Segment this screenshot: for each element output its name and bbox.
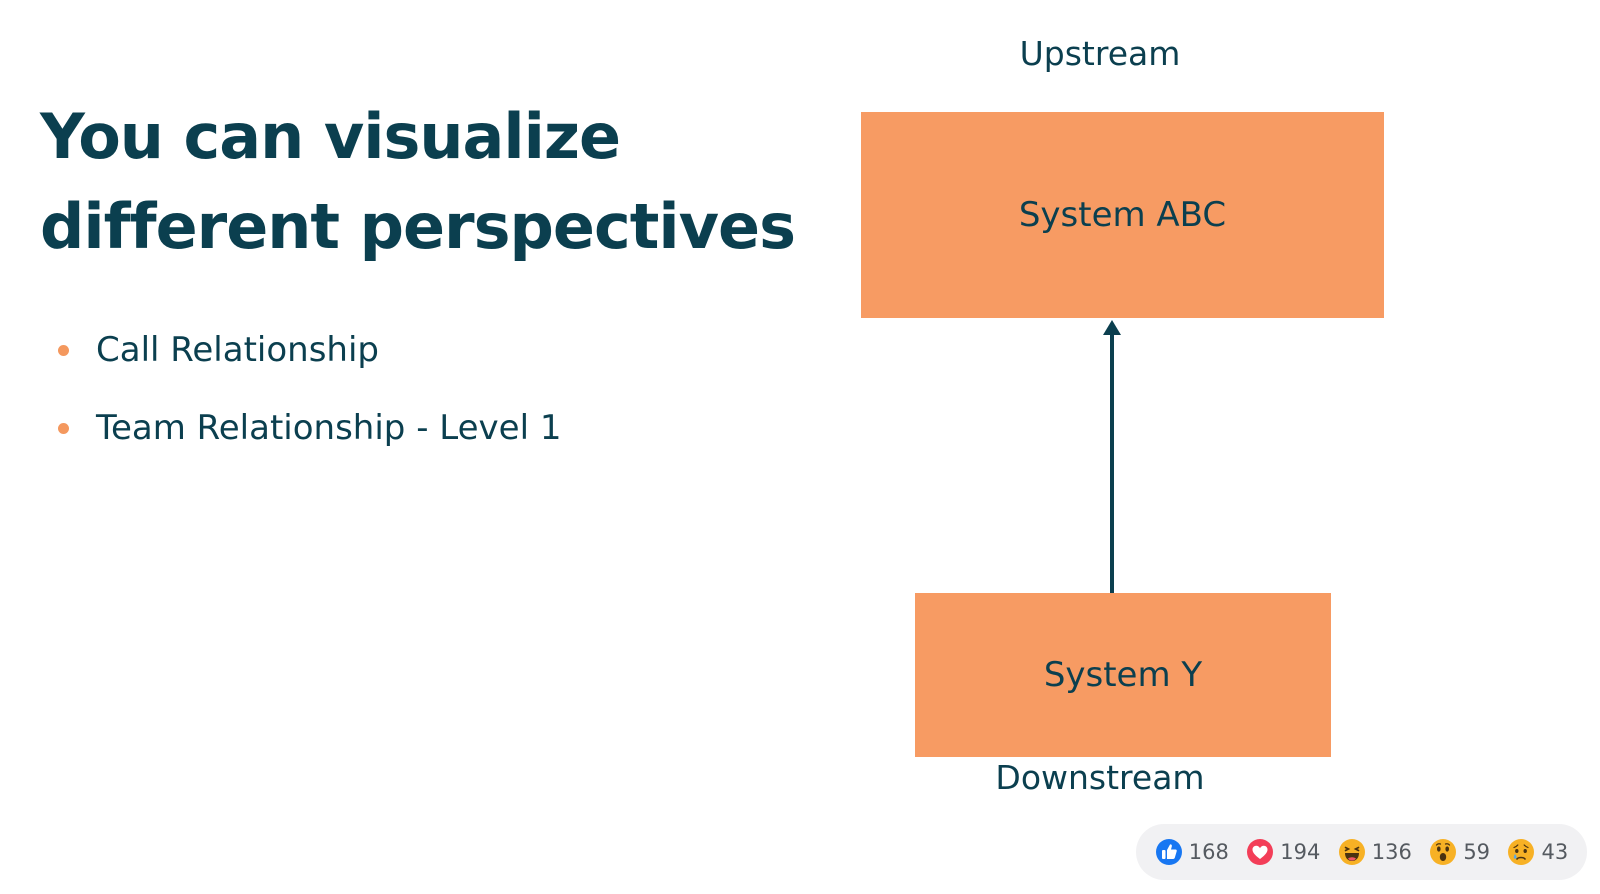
bullet-text: Call Relationship — [96, 330, 379, 370]
upstream-system-box: System ABC — [861, 112, 1384, 318]
upstream-system-label: System ABC — [1018, 195, 1227, 235]
reaction-sad[interactable]: 43 — [1507, 838, 1568, 866]
reaction-love[interactable]: 194 — [1246, 838, 1320, 866]
bullet-item-call-relationship: Call Relationship — [58, 326, 561, 404]
reaction-count: 194 — [1280, 840, 1321, 864]
downstream-label: Downstream — [995, 758, 1205, 797]
like-icon — [1155, 839, 1182, 865]
wow-icon — [1430, 839, 1457, 865]
reaction-count: 168 — [1188, 840, 1229, 864]
arrow-shaft — [1110, 332, 1114, 596]
title-line-2: different perspectives — [40, 190, 796, 263]
arrow-head — [1103, 320, 1121, 335]
love-icon — [1247, 839, 1274, 865]
title-line-1: You can visualize — [40, 100, 621, 173]
reaction-wow[interactable]: 59 — [1429, 838, 1490, 866]
upstream-label: Upstream — [1019, 34, 1181, 73]
reaction-bar: 168 194 136 — [1136, 824, 1587, 880]
dependency-arrow — [1103, 320, 1121, 596]
haha-icon — [1338, 839, 1365, 865]
reaction-count: 43 — [1541, 840, 1569, 864]
reaction-count: 136 — [1371, 840, 1412, 864]
reaction-haha[interactable]: 136 — [1338, 838, 1412, 866]
bullet-list: Call Relationship Team Relationship - Le… — [58, 326, 561, 482]
downstream-system-label: System Y — [1043, 655, 1203, 695]
bullet-dot — [58, 345, 69, 356]
bullet-item-team-relationship: Team Relationship - Level 1 — [58, 404, 561, 482]
bullet-dot — [58, 423, 69, 434]
downstream-system-box: System Y — [915, 593, 1331, 757]
bullet-text: Team Relationship - Level 1 — [96, 408, 562, 448]
reaction-like[interactable]: 168 — [1155, 838, 1229, 866]
slide-title: You can visualize different perspectives — [40, 92, 800, 272]
sad-icon — [1508, 839, 1535, 865]
reaction-count: 59 — [1463, 840, 1491, 864]
